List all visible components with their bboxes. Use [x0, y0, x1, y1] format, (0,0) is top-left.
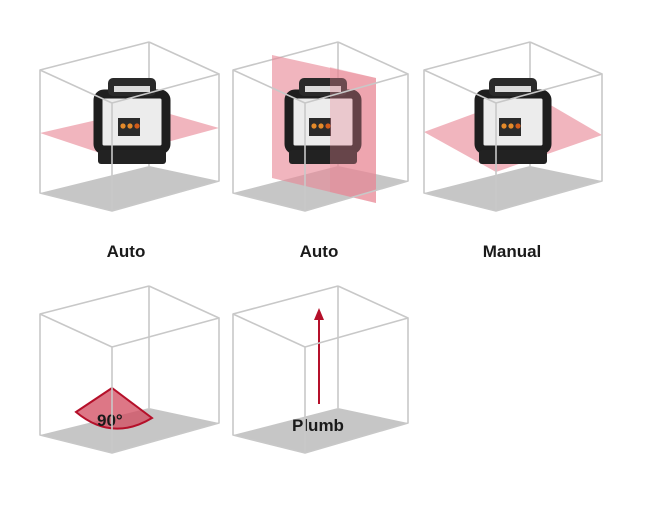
caption-manual: Manual — [482, 242, 542, 261]
rotary-laser-device — [284, 78, 362, 164]
angle-label: 90° — [97, 411, 123, 430]
caption-auto-vertical: Auto — [299, 242, 339, 261]
laser-plane-vertical-front — [330, 67, 376, 203]
panel-auto-horizontal — [39, 41, 220, 212]
floor-3 — [424, 166, 602, 211]
cube-back-edges-5 — [232, 285, 409, 408]
panel-manual-inclined — [423, 41, 603, 212]
floor-5 — [233, 408, 408, 453]
cube-front-edges-3 — [423, 69, 603, 212]
caption-auto-horizontal: Auto — [106, 242, 146, 261]
plumb-arrow-icon — [314, 308, 324, 404]
cube-front-edges-1 — [39, 69, 220, 212]
panel-right-angle: 90° — [39, 285, 220, 454]
plumb-label: Plumb — [292, 416, 344, 435]
cube-front-edges-5 — [232, 313, 409, 454]
cube-back-edges-4 — [39, 285, 220, 408]
cube-front-edges-4 — [39, 313, 220, 454]
rotary-laser-device — [93, 78, 171, 164]
right-angle-sector — [74, 386, 154, 430]
panel-auto-vertical — [232, 41, 409, 212]
panel-plumb: Plumb — [232, 285, 409, 454]
floor-4 — [40, 408, 219, 453]
floor-1 — [40, 166, 219, 211]
rotary-laser-device — [474, 78, 552, 164]
cube-front-edges-2 — [232, 69, 409, 212]
